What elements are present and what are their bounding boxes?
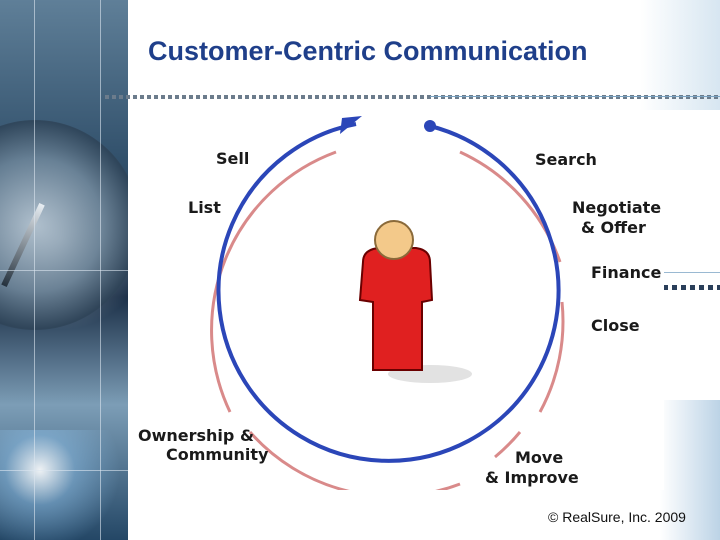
outer-ring-right-mid xyxy=(538,301,565,413)
decorative-dashes xyxy=(663,285,720,290)
title-divider-line xyxy=(430,96,720,97)
title-divider xyxy=(105,95,720,99)
cycle-arrowhead xyxy=(340,116,362,134)
label-search: Search xyxy=(535,150,597,169)
slide-title: Customer-Centric Communication xyxy=(148,36,588,66)
label-ownership-1: Ownership & xyxy=(138,426,254,445)
label-close: Close xyxy=(591,316,640,335)
customer-cycle-diagram: Sell List Search Negotiate & Offer Finan… xyxy=(130,112,664,490)
outer-ring-right-bottom xyxy=(494,431,522,459)
figure-head xyxy=(374,220,414,260)
label-finance: Finance xyxy=(591,263,662,282)
label-move-1: Move xyxy=(515,448,564,467)
decorative-glow xyxy=(0,430,128,540)
decorative-grid-line xyxy=(0,470,128,471)
label-sell: Sell xyxy=(216,149,250,168)
compass-image xyxy=(0,120,128,330)
label-negotiate-1: Negotiate xyxy=(572,198,662,217)
label-list: List xyxy=(188,198,221,217)
decorative-line xyxy=(663,272,720,273)
label-move-2: & Improve xyxy=(485,468,579,487)
copyright-footer: © RealSure, Inc. 2009 xyxy=(548,509,686,525)
figure-body xyxy=(358,247,434,371)
label-ownership-2: Community xyxy=(166,445,269,464)
cycle-arrow-path xyxy=(216,122,561,463)
decorative-gradient xyxy=(660,400,720,540)
outer-ring-bottom xyxy=(248,431,461,490)
outer-ring-left xyxy=(210,150,337,413)
cycle-graphic xyxy=(210,116,565,490)
cycle-start-dot xyxy=(424,120,436,132)
decorative-grid-line xyxy=(0,270,128,271)
label-negotiate-2: & Offer xyxy=(581,218,646,237)
decorative-gradient xyxy=(640,0,720,110)
